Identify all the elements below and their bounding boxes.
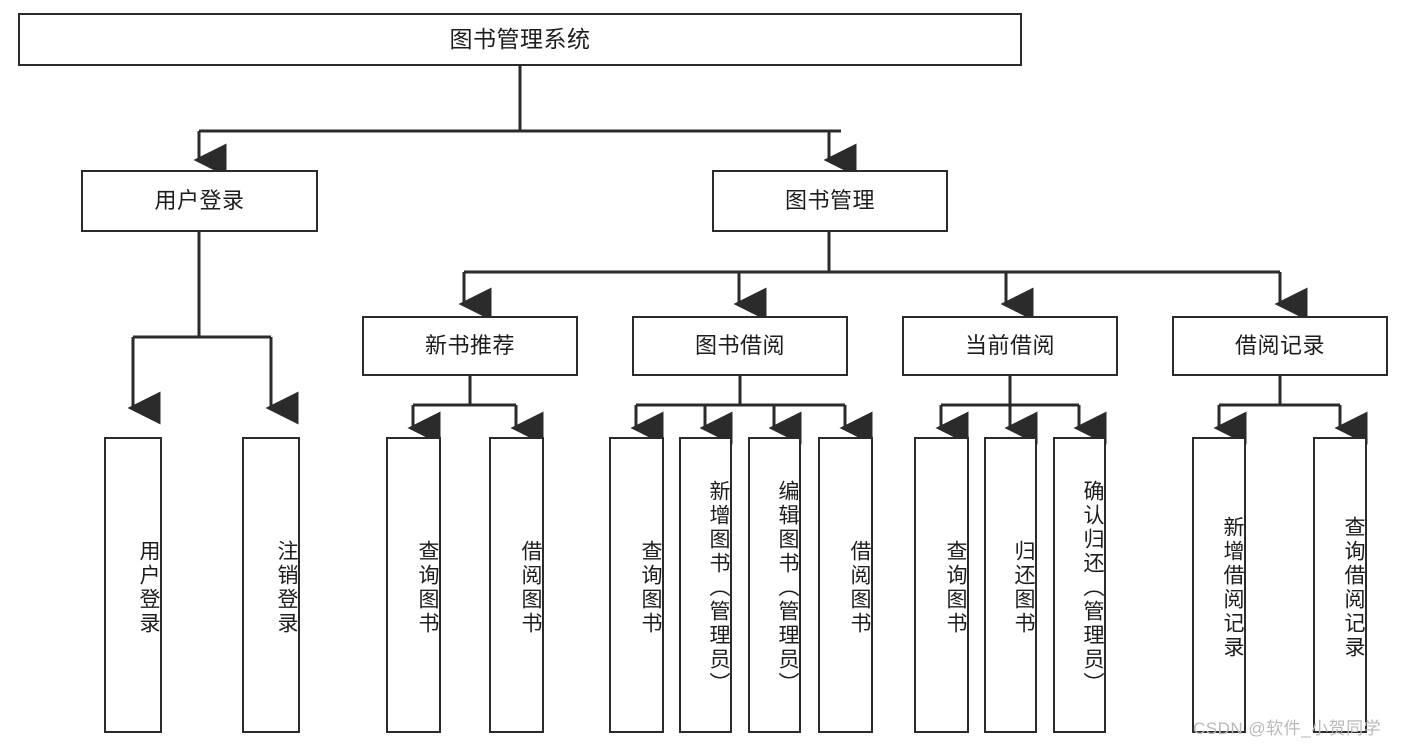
leaf-label: 借阅图书 (848, 540, 871, 636)
leaf-label: 编辑图书（管理员） (776, 480, 799, 696)
node-user-login[interactable]: 用户登录 (81, 170, 318, 232)
leaf-label: 查询借阅记录 (1342, 516, 1365, 660)
leaf-query-book-borrow[interactable]: 查询图书 (609, 437, 664, 733)
leaf-label: 用户登录 (137, 540, 160, 636)
leaf-label: 新增图书（管理员） (707, 480, 730, 696)
leaf-label: 查询图书 (639, 540, 662, 636)
leaf-label: 确认归还（管理员） (1081, 480, 1104, 696)
leaf-label: 注销登录 (275, 540, 298, 636)
leaf-return-book[interactable]: 归还图书 (984, 437, 1037, 733)
node-root[interactable]: 图书管理系统 (18, 13, 1022, 66)
leaf-label: 新增借阅记录 (1221, 516, 1244, 660)
leaf-query-book-new[interactable]: 查询图书 (386, 437, 441, 733)
node-book-management[interactable]: 图书管理 (712, 170, 948, 232)
leaf-borrow-book-new[interactable]: 借阅图书 (489, 437, 544, 733)
watermark: CSDN @软件_小贺同学 (1193, 719, 1382, 738)
node-current-borrow[interactable]: 当前借阅 (902, 316, 1118, 376)
node-new-book-recommend[interactable]: 新书推荐 (362, 316, 578, 376)
leaf-add-book-admin[interactable]: 新增图书（管理员） (679, 437, 732, 733)
leaf-confirm-return-admin[interactable]: 确认归还（管理员） (1053, 437, 1106, 733)
leaf-label: 借阅图书 (519, 540, 542, 636)
leaf-label: 查询图书 (944, 540, 967, 636)
leaf-add-borrow-record[interactable]: 新增借阅记录 (1192, 437, 1246, 733)
leaf-edit-book-admin[interactable]: 编辑图书（管理员） (748, 437, 801, 733)
leaf-user-login[interactable]: 用户登录 (104, 437, 162, 733)
leaf-user-logout[interactable]: 注销登录 (242, 437, 300, 733)
node-book-borrow[interactable]: 图书借阅 (632, 316, 848, 376)
leaf-label: 归还图书 (1012, 540, 1035, 636)
leaf-borrow-book-borrow[interactable]: 借阅图书 (818, 437, 873, 733)
leaf-label: 查询图书 (416, 540, 439, 636)
node-borrow-record[interactable]: 借阅记录 (1172, 316, 1388, 376)
leaf-query-book-current[interactable]: 查询图书 (914, 437, 969, 733)
leaf-query-borrow-record[interactable]: 查询借阅记录 (1313, 437, 1367, 733)
